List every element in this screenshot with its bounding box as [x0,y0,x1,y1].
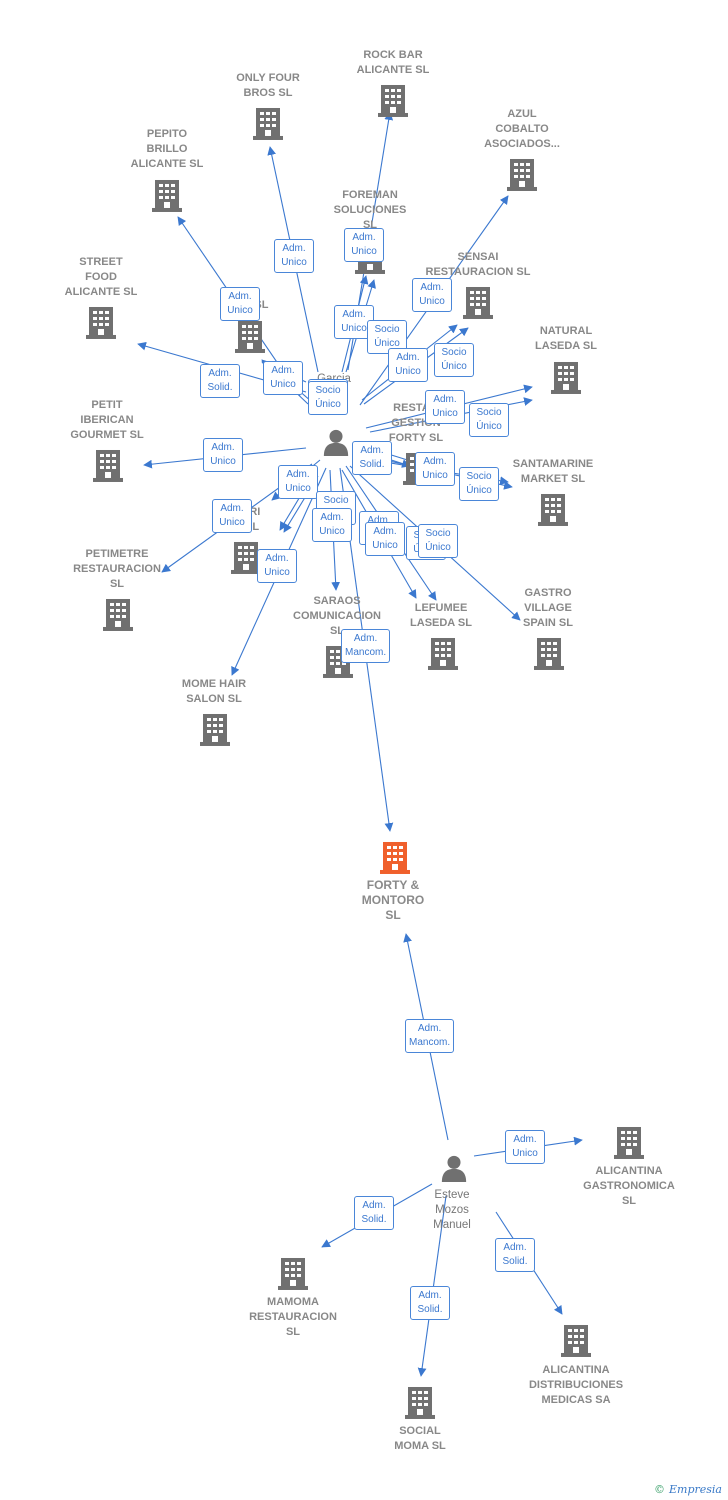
relation-badge[interactable]: Adm. Unico [257,549,297,583]
relation-badge[interactable]: Adm. Unico [388,348,428,382]
node-label-esteve[interactable]: Esteve Mozos Manuel [433,1189,471,1231]
building-icon[interactable] [200,713,230,746]
node-label-petit[interactable]: PETIT IBERICAN GOURMET SL [70,399,144,441]
building-icon[interactable] [561,1324,591,1357]
building-icon[interactable] [152,179,182,212]
building-icon[interactable] [235,320,265,353]
relation-badge[interactable]: Socio Único [469,403,509,437]
relation-badge[interactable]: Adm. Solid. [352,441,392,475]
relation-badge[interactable]: Adm. Unico [312,508,352,542]
building-icon[interactable] [378,84,408,117]
node-label-foreman[interactable]: FOREMAN SOLUCIONES SL [333,189,407,231]
relation-badge[interactable]: Adm. Unico [505,1130,545,1164]
credit[interactable]: © Empresia [654,1483,722,1496]
node-label-alicantina_g[interactable]: ALICANTINA GASTRONOMICA SL [583,1165,675,1207]
node-label-azul[interactable]: AZUL COBALTO ASOCIADOS... [484,108,560,150]
relation-badge[interactable]: Adm. Unico [344,228,384,262]
node-label-rockbar[interactable]: ROCK BAR ALICANTE SL [356,49,430,76]
relation-badge[interactable]: Adm. Unico [212,499,252,533]
person-icon[interactable] [441,1155,467,1182]
node-label-focus[interactable]: FORTY & MONTORO SL [361,878,425,922]
node-label-mamoma[interactable]: MAMOMA RESTAURACION SL [249,1296,337,1338]
building-icon[interactable] [538,493,568,526]
relation-badge[interactable]: Adm. Solid. [495,1238,535,1272]
building-icon[interactable] [380,841,410,874]
relation-badge[interactable]: Socio Único [308,381,348,415]
node-label-petimetre[interactable]: PETIMETRE RESTAURACION SL [73,548,161,590]
node-label-street[interactable]: STREET FOOD ALICANTE SL [64,256,138,298]
building-icon[interactable] [534,637,564,670]
relation-badge[interactable]: Adm. Unico [203,438,243,472]
node-label-mome[interactable]: MOME HAIR SALON SL [181,678,247,705]
relation-badge[interactable]: Adm. Solid. [354,1196,394,1230]
building-icon[interactable] [551,361,581,394]
relation-badge[interactable]: Socio Único [459,467,499,501]
node-label-social[interactable]: SOCIAL MOMA SL [394,1425,446,1452]
building-icon[interactable] [86,306,116,339]
node-label-sensai[interactable]: SENSAI RESTAURACION SL [425,251,531,278]
node-label-gastro[interactable]: GASTRO VILLAGE SPAIN SL [523,587,573,629]
relation-badge[interactable]: Socio Único [434,343,474,377]
building-icon[interactable] [614,1126,644,1159]
building-icon[interactable] [253,107,283,140]
relation-badge[interactable]: Adm. Mancom. [405,1019,455,1053]
relation-badge[interactable]: Adm. Unico [263,361,303,395]
relation-badge[interactable]: Adm. Unico [220,287,260,321]
relation-badge[interactable]: Adm. Mancom. [341,629,391,663]
brand-name: Empresia [669,1483,722,1496]
node-label-lefumee[interactable]: LEFUMEE LASEDA SL [410,602,472,629]
relation-badge[interactable]: Socio Único [418,524,458,558]
building-icon[interactable] [93,449,123,482]
node-label-pepito[interactable]: PEPITO BRILLO ALICANTE SL [130,128,204,170]
building-icon[interactable] [103,598,133,631]
relation-badge[interactable]: Adm. Unico [274,239,314,273]
node-label-santamarine[interactable]: SANTAMARINE MARKET SL [512,458,594,485]
building-icon[interactable] [463,286,493,319]
building-icon[interactable] [405,1386,435,1419]
node-label-natural[interactable]: NATURAL LASEDA SL [535,325,597,352]
relation-badge[interactable]: Adm. Unico [365,522,405,556]
node-label-saraos[interactable]: SARAOS COMUNICACION SL [293,595,381,637]
building-icon[interactable] [428,637,458,670]
node-label-onlyfour[interactable]: ONLY FOUR BROS SL [236,72,300,99]
building-icon[interactable] [278,1257,308,1290]
relation-badge[interactable]: Adm. Solid. [200,364,240,398]
person-icon[interactable] [323,429,349,456]
copyright-symbol: © [654,1483,665,1496]
relation-badge[interactable]: Adm. Unico [278,465,318,499]
relation-badge[interactable]: Adm. Unico [425,390,465,424]
relation-badge[interactable]: Adm. Solid. [410,1286,450,1320]
building-icon[interactable] [507,158,537,191]
relation-badge[interactable]: Adm. Unico [415,452,455,486]
relation-badge[interactable]: Adm. Unico [334,305,374,339]
node-label-alicantina_d[interactable]: ALICANTINA DISTRIBUCIONES MEDICAS SA [528,1364,624,1406]
relation-badge[interactable]: Adm. Unico [412,278,452,312]
